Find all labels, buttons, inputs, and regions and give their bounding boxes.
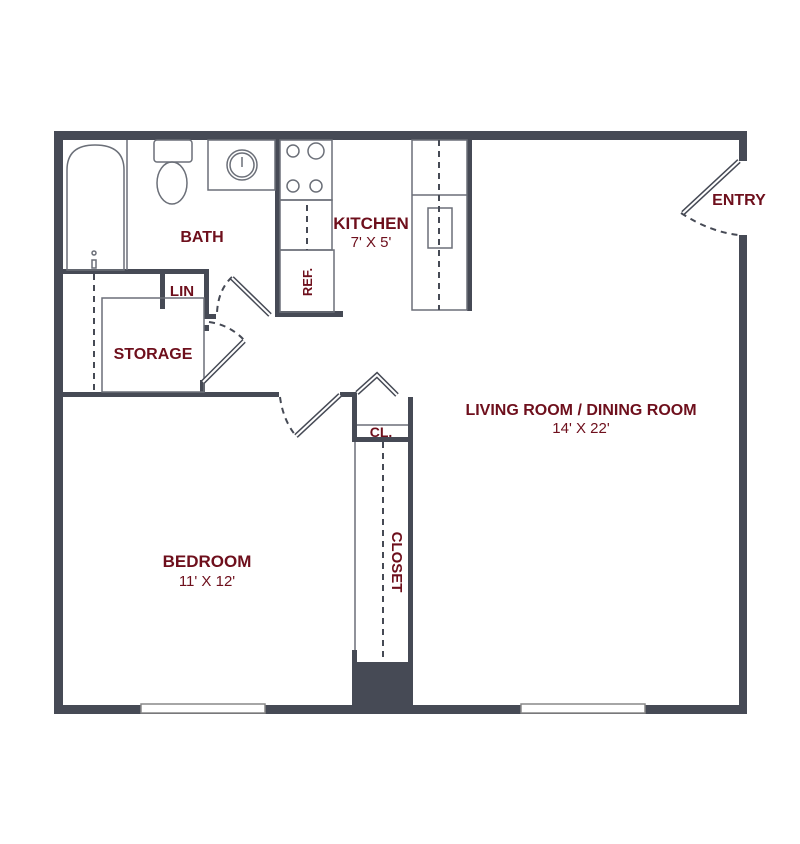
toilet-icon [153,139,193,163]
room-label-closet: CLOSET [388,532,405,593]
room-dims-bedroom: 11' X 12' [179,573,235,590]
room-dims-living: 14' X 22' [552,420,610,437]
room-label-kitchen: KITCHEN [333,214,409,233]
dashed-lines [93,140,740,660]
window [520,703,646,714]
room-label-entry: ENTRY [712,192,766,209]
room-label-living: LIVING ROOM / DINING ROOM [465,402,696,419]
fixture-label-ref: REF. [300,268,315,296]
room-dims-kitchen: 7' X 5' [351,234,392,251]
fixtures [66,139,646,714]
sink-icon [207,139,276,191]
room-label-lin: LIN [170,283,194,300]
room-label-bedroom: BEDROOM [163,552,252,571]
window [140,703,266,714]
room-label-cl: CL. [370,424,393,440]
walls [54,131,747,714]
room-label-bath: BATH [180,229,223,246]
bathtub-icon [66,144,125,271]
room-label-storage: STORAGE [114,346,193,363]
